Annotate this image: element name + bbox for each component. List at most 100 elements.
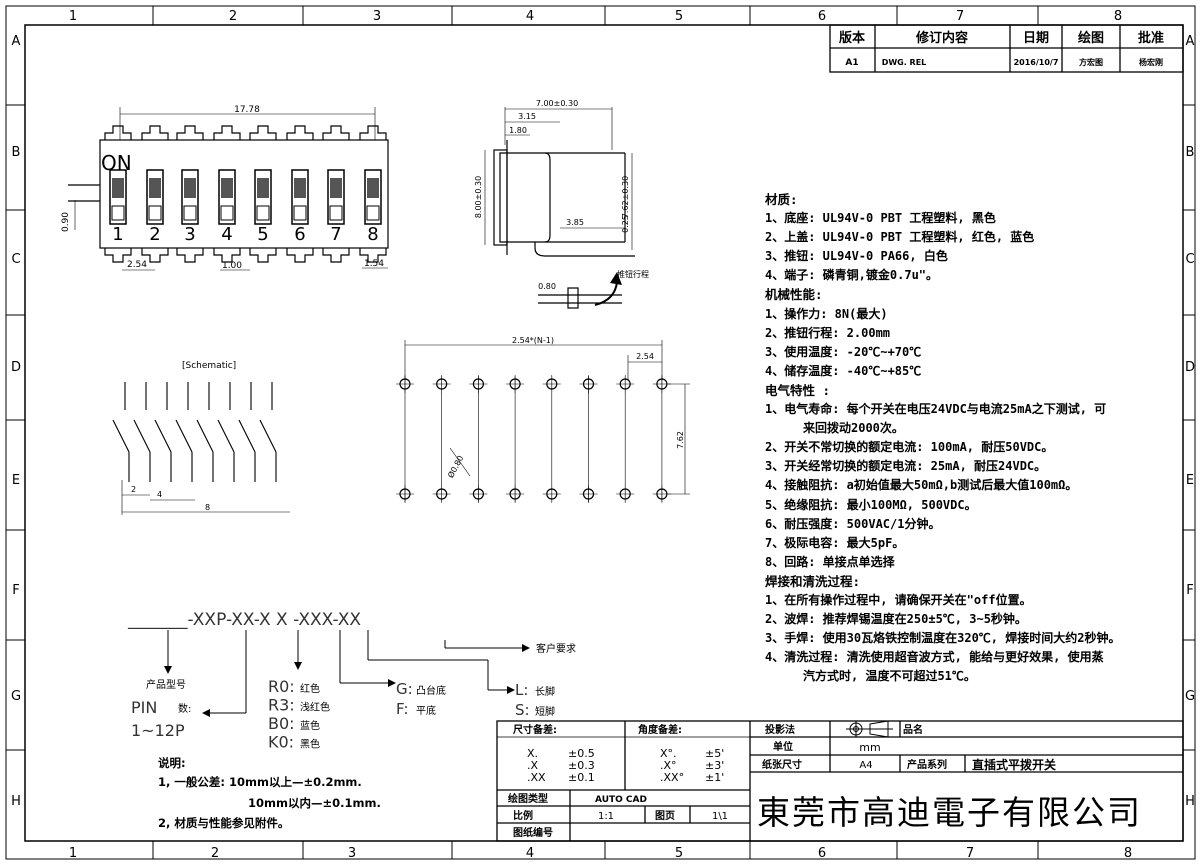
elec-1: 1、电气寿命: 每个开关在电压24VDC与电流25mA之下测试, 可 xyxy=(765,402,1107,417)
elec-4: 4、接触阻抗: a初始值最大50mΩ,b测试后最大值100mΩ。 xyxy=(765,478,1078,493)
schematic-blade xyxy=(238,419,256,453)
note-2: 2, 材质与性能参见附件。 xyxy=(158,816,290,830)
option-code: F: xyxy=(396,700,409,718)
col-label-top: 6 xyxy=(818,9,826,24)
ang-tol-key: .XX° xyxy=(660,771,684,784)
dim-1-00: 1.00 xyxy=(222,261,242,271)
dim-0-80: 0.80 xyxy=(538,282,556,291)
pcb-footprint: 2.54*(N-1) 2.54 7.62 Ø0.80 xyxy=(396,336,690,503)
option-name: 长脚 xyxy=(535,685,555,698)
option-name: 短脚 xyxy=(535,705,555,718)
terminal-bottom xyxy=(141,248,169,263)
rev-approved: 杨宏刚 xyxy=(1139,57,1163,67)
product-type-label: 产品型号 xyxy=(146,678,186,691)
option-code: R3: xyxy=(268,696,295,715)
switch-actuator xyxy=(184,178,196,198)
option-code: S: xyxy=(515,701,530,719)
schematic-blade xyxy=(154,419,172,453)
material-3: 3、推钮: UL94V-0 PA66, 白色 xyxy=(765,249,948,264)
elec-2: 2、开关不常切换的额定电流: 100mA, 耐压50VDC。 xyxy=(765,440,1054,455)
material-title: 材质: xyxy=(765,192,798,207)
switch-actuator xyxy=(112,178,124,198)
option-name: 蓝色 xyxy=(300,719,320,732)
row-label-left: B xyxy=(12,145,21,160)
pin-number: 8 xyxy=(367,224,378,245)
switch-window xyxy=(109,169,127,225)
sch-dim-8: 8 xyxy=(205,503,210,512)
terminal-bottom xyxy=(213,248,241,263)
pin-number: 3 xyxy=(184,224,195,245)
schematic-blade xyxy=(112,419,130,453)
schematic: [Schematic] 2 4 8 xyxy=(112,361,290,515)
scale-label: 比例 xyxy=(513,809,533,822)
rev-date: 2016/10/7 xyxy=(1014,58,1059,67)
col-label-bottom: 5 xyxy=(675,846,683,861)
option-code: G: xyxy=(396,680,413,698)
elec-1-cont: 来回拨动2000次。 xyxy=(803,421,904,436)
row-label-left: D xyxy=(11,360,21,375)
switch-slot xyxy=(220,205,234,221)
rev-header-date: 日期 xyxy=(1023,31,1049,46)
row-label-left: A xyxy=(12,34,21,49)
dim-1-54: 1.54 xyxy=(364,259,384,269)
dim-8-00: 8.00±0.30 xyxy=(474,176,483,218)
col-label-bottom: 3 xyxy=(348,846,356,861)
unit-label: 单位 xyxy=(773,740,793,753)
dim-3-15: 3.15 xyxy=(518,112,536,121)
terminal-bottom xyxy=(359,248,387,263)
rev-content: DWG. REL xyxy=(882,58,927,67)
col-label-bottom: 4 xyxy=(526,846,534,861)
ang-tol-key: X°. xyxy=(660,747,677,760)
switch-actuator xyxy=(149,178,161,198)
dim-7-00: 7.00±0.30 xyxy=(536,99,578,108)
row-label-left: H xyxy=(11,794,21,809)
paper-label: 纸张尺寸 xyxy=(762,758,802,771)
side-view: 7.00±0.30 3.15 1.80 8.00±0.30 7.62±0.30 … xyxy=(474,99,649,309)
col-label-top: 7 xyxy=(956,9,964,24)
material-1: 1、底座: UL94V-0 PBT 工程塑料, 黑色 xyxy=(765,211,996,226)
option-name: 红色 xyxy=(300,682,320,695)
option-name: 平底 xyxy=(416,704,436,717)
terminal-top xyxy=(322,125,350,140)
part-name-label: 品名 xyxy=(903,723,923,736)
switch-slot xyxy=(148,205,162,221)
dim-17-78: 17.78 xyxy=(234,105,260,115)
pin-label: PIN xyxy=(131,698,157,717)
pin-number: 6 xyxy=(294,224,305,245)
rev-header-content: 修订内容 xyxy=(915,30,968,46)
rev-header-version: 版本 xyxy=(839,30,865,46)
specifications: 材质: 1、底座: UL94V-0 PBT 工程塑料, 黑色 2、上盖: UL9… xyxy=(765,190,1120,686)
col-label-bottom: 6 xyxy=(818,846,826,861)
switch-actuator xyxy=(330,178,342,198)
elec-8: 8、回路: 单接点单选择 xyxy=(765,554,895,569)
projection-label: 投影法 xyxy=(765,723,795,736)
material-2: 2、上盖: UL94V-0 PBT 工程塑料, 红色, 蓝色 xyxy=(765,230,1035,245)
projection-symbol-icon xyxy=(846,720,893,738)
page-value: 1\1 xyxy=(712,811,728,822)
switch-slot xyxy=(183,205,197,221)
switch-window xyxy=(364,169,382,225)
switch-slot xyxy=(293,205,307,221)
col-label-top: 3 xyxy=(373,9,381,24)
col-label-bottom: 2 xyxy=(211,846,219,861)
rev-header-drawn: 绘图 xyxy=(1078,30,1104,46)
dim-2-54: 2.54 xyxy=(127,260,147,270)
pin-range: 1~12P xyxy=(131,721,185,740)
switch-window xyxy=(181,169,199,225)
solder-1: 1、在所有操作过程中, 请确保开关在"off位置。 xyxy=(765,592,1032,607)
mech-2: 2、推钮行程: 2.00mm xyxy=(765,325,891,340)
schematic-blade xyxy=(259,419,277,453)
row-label-right: F xyxy=(1186,583,1193,598)
sch-dim-4: 4 xyxy=(157,490,162,499)
col-label-top: 2 xyxy=(229,9,237,24)
row-label-left: C xyxy=(11,252,20,267)
row-label-right: C xyxy=(1185,252,1194,267)
solder-3: 3、手焊: 使用30瓦烙铁控制温度在320℃, 焊接时间大约2秒钟。 xyxy=(765,631,1121,646)
row-label-left: F xyxy=(12,583,19,598)
ang-tol-val: ±5' xyxy=(705,747,724,760)
elec-7: 7、极际电容: 最大5pF。 xyxy=(765,535,905,550)
dim-tol-label: 尺寸备差: xyxy=(513,723,557,736)
terminal-top xyxy=(141,125,169,140)
